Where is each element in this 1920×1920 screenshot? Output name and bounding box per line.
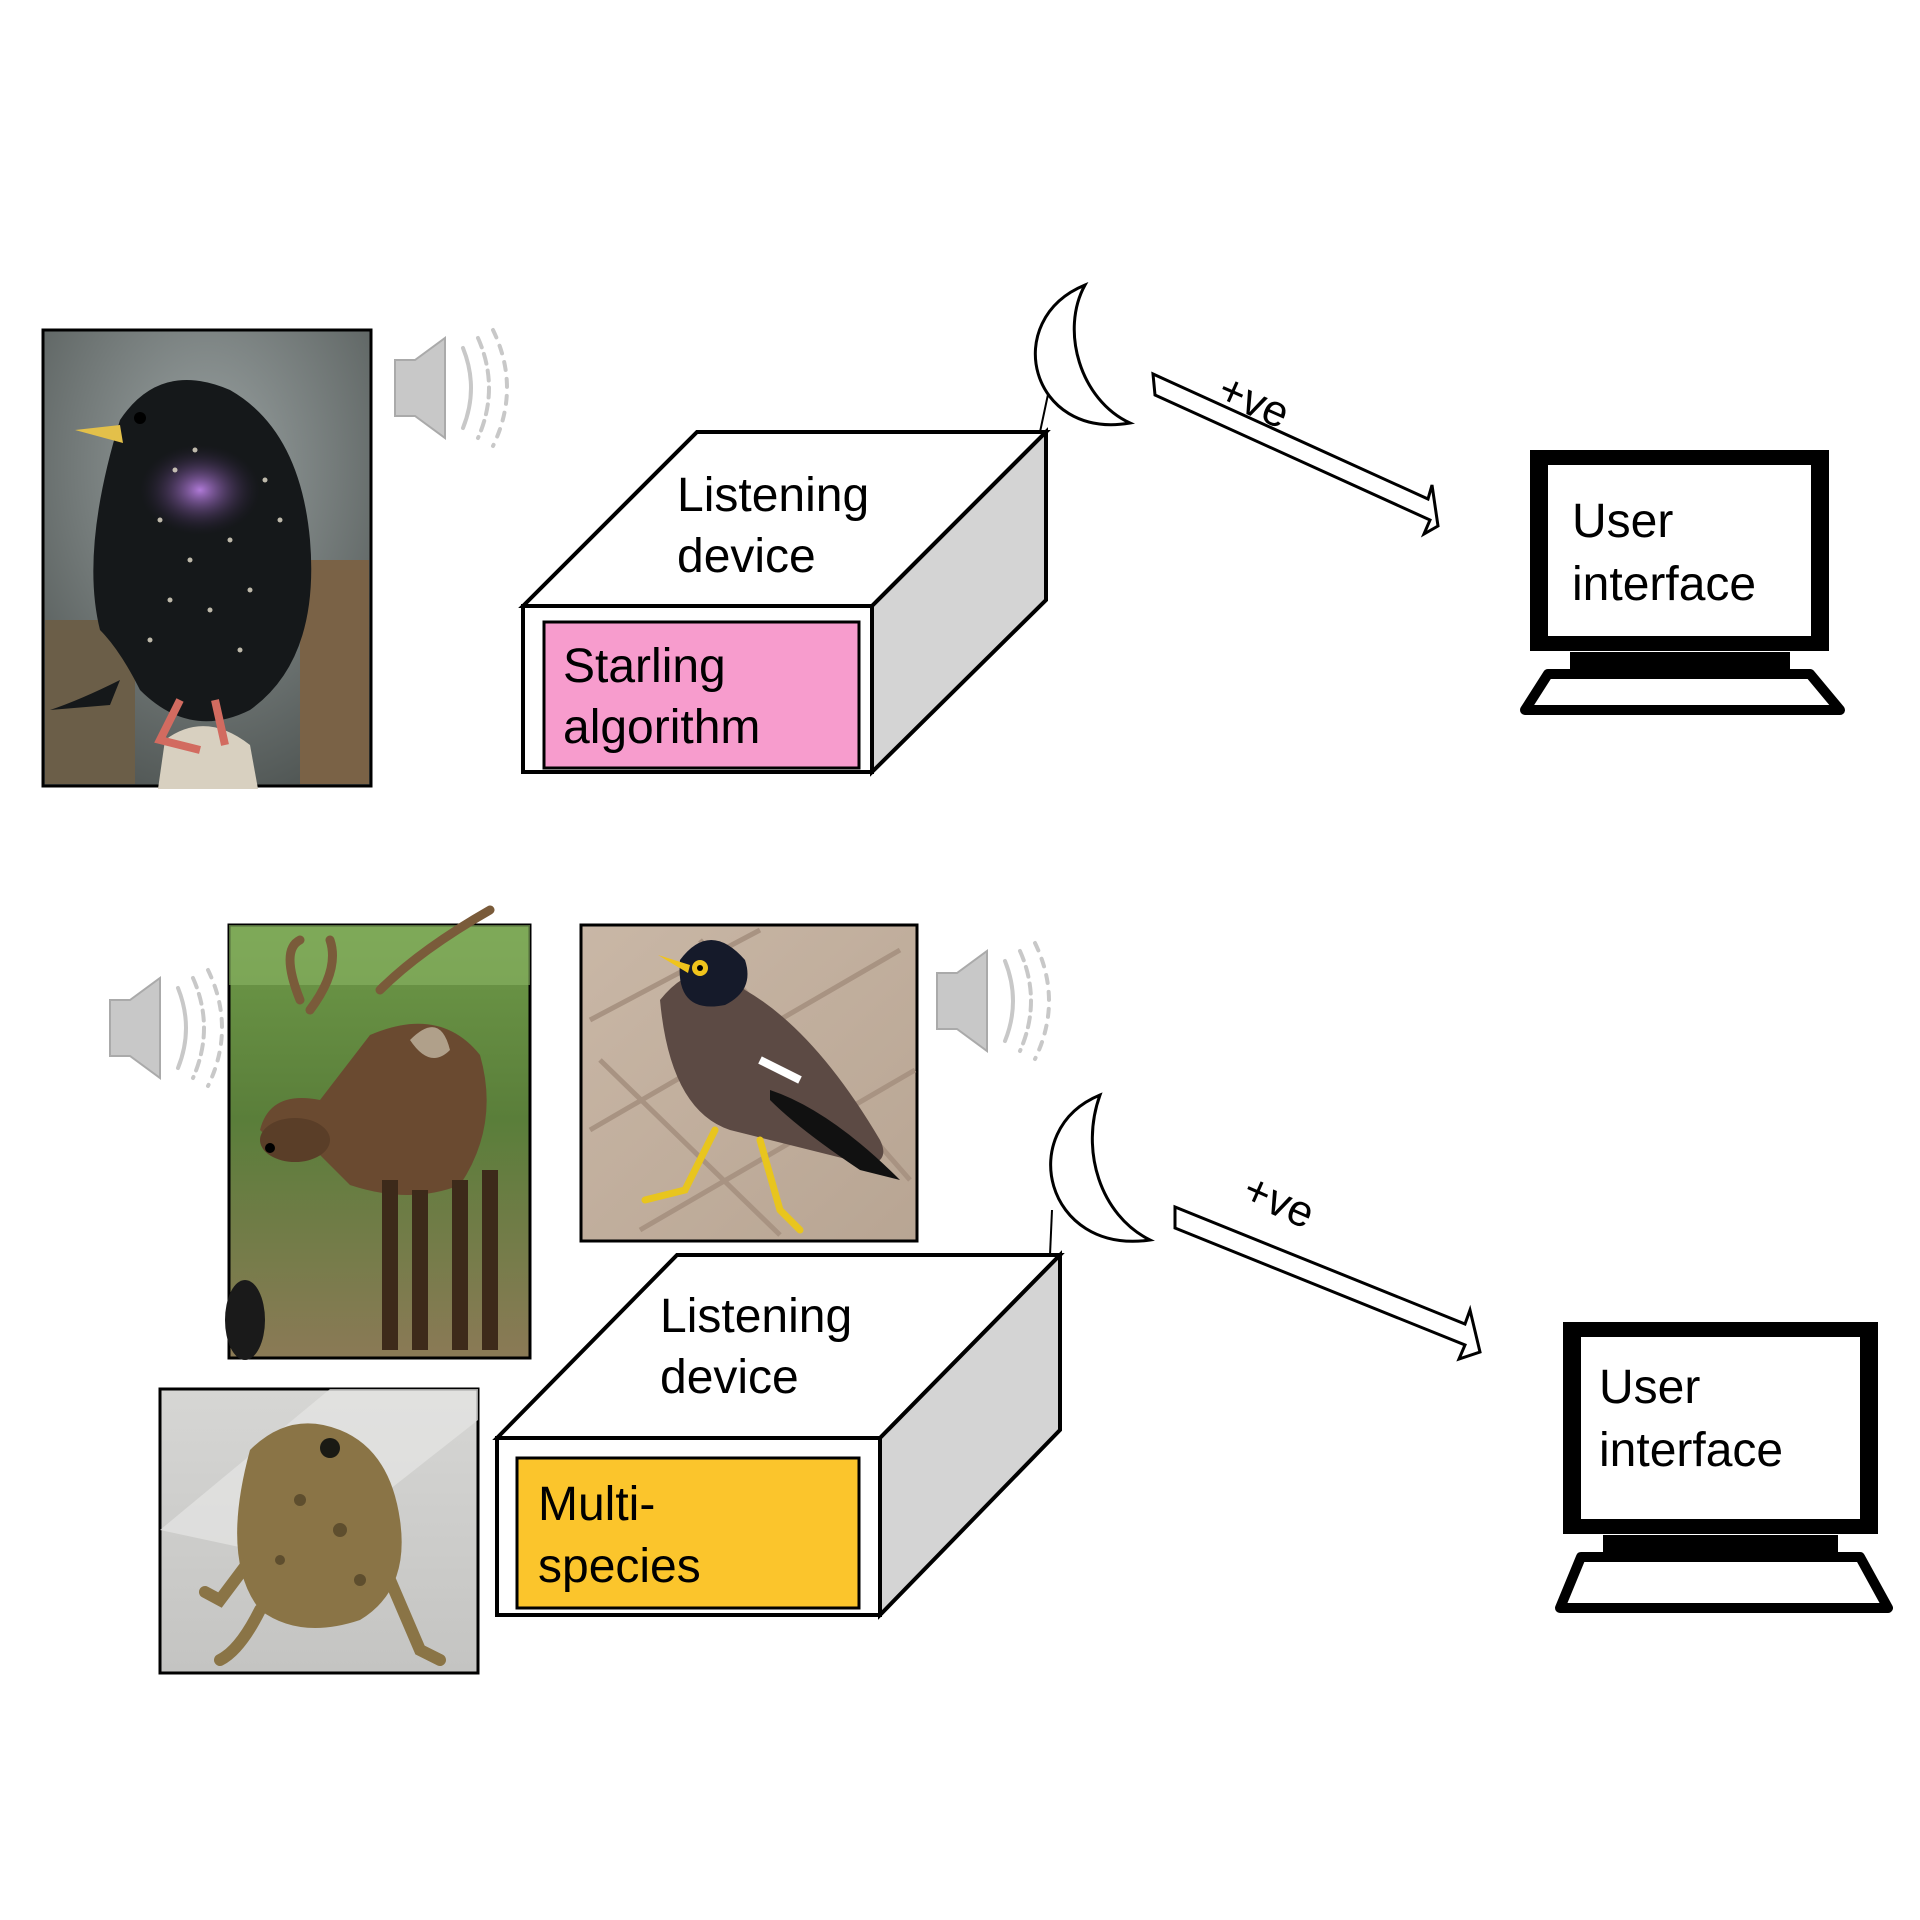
microphone-icon [1033, 281, 1136, 433]
toad-photo [158, 1387, 480, 1675]
algorithm-label-line1: Multi- [538, 1478, 655, 1531]
ui-label-line2: interface [1599, 1424, 1783, 1477]
ui-label-line1: User [1572, 495, 1673, 548]
device-label-line1: Listening [660, 1290, 852, 1343]
user-interface-monitor: User interface [1555, 1322, 1893, 1613]
myna-photo [579, 923, 919, 1243]
listening-device-bottom: Listening device Multi- species [492, 1250, 1065, 1620]
signal-arrow: +ve [1173, 1164, 1482, 1362]
device-label-line2: device [660, 1351, 799, 1404]
multi-species-algorithm-panel [515, 1456, 861, 1610]
speaker-icon [936, 941, 1051, 1061]
starling-algorithm-panel [542, 620, 861, 770]
algorithm-label-line2: algorithm [563, 701, 760, 754]
algorithm-label-line2: species [538, 1540, 701, 1593]
ui-label-line2: interface [1572, 558, 1756, 611]
signal-arrow: +ve [1151, 364, 1440, 538]
arrow-label: +ve [1236, 1164, 1322, 1238]
device-label-line2: device [677, 530, 816, 583]
speaker-icon [394, 328, 509, 448]
device-label-line1: Listening [677, 469, 869, 522]
user-interface-monitor: User interface [1520, 450, 1845, 715]
algorithm-label-line1: Starling [563, 640, 726, 693]
speaker-icon [109, 968, 224, 1088]
listening-device-top: Listening device Starling algorithm [518, 427, 1051, 777]
deer-photo [225, 905, 532, 1360]
microphone-icon [1049, 1092, 1155, 1256]
ui-label-line1: User [1599, 1361, 1700, 1414]
starling-photo [41, 328, 373, 789]
